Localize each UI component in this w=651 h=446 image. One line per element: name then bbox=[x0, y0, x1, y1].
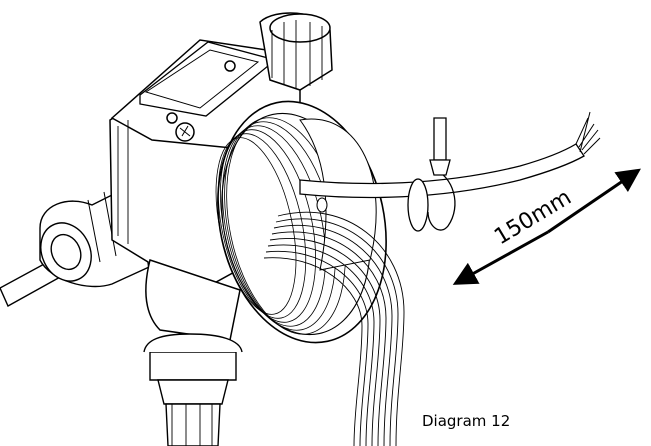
dimension-arrow bbox=[452, 168, 641, 285]
wire-bundle-outgoing bbox=[299, 111, 601, 232]
wire-bundle-hanging bbox=[263, 211, 405, 446]
process-stem bbox=[143, 333, 243, 446]
diagram-caption: Diagram 12 bbox=[422, 412, 511, 430]
